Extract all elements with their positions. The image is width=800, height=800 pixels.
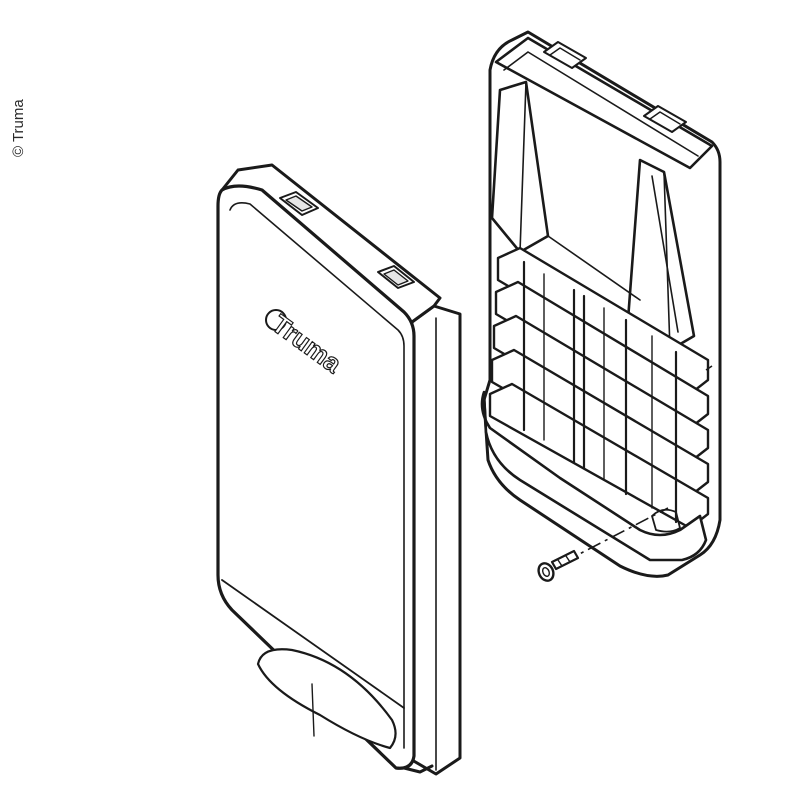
grille-frame	[480, 30, 722, 578]
top-clip-left	[279, 191, 319, 216]
top-clip-right	[377, 265, 415, 289]
grille-clip-left	[543, 41, 587, 69]
grille-clip-right	[643, 105, 687, 133]
front-cover: Truma	[216, 163, 462, 776]
fixing-screw	[537, 365, 713, 582]
grille-slats	[488, 246, 710, 530]
cover-bottom-stub	[402, 764, 434, 774]
